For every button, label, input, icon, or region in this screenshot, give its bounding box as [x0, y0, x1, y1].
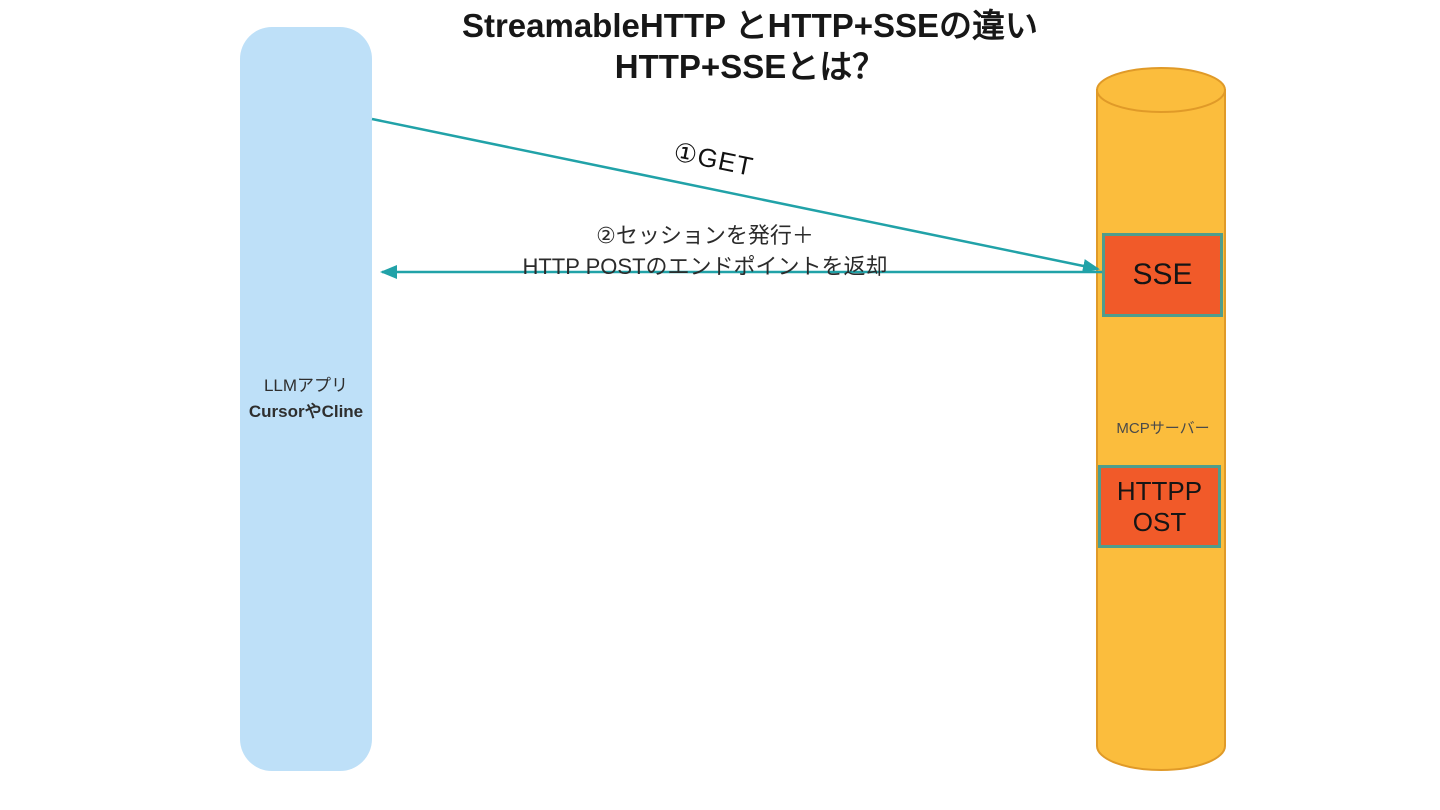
client-label-line-1: LLMアプリ: [263, 376, 349, 395]
session-label-line-1: ②セッションを発行＋: [596, 223, 814, 248]
title-line-1: StreamableHTTP とHTTP+SSEの違い: [461, 7, 1039, 44]
session-arrow-label: ②セッションを発行＋ HTTP POSTのエンドポイントを返却: [495, 220, 915, 282]
sse-box: SSE: [1102, 233, 1223, 317]
session-label-line-2: HTTP POSTのエンドポイントを返却: [522, 254, 888, 279]
client-box: LLMアプリ CursorやCline: [240, 27, 372, 771]
diagram-title: StreamableHTTP とHTTP+SSEの違い HTTP+SSEとは？: [50, 5, 1440, 87]
client-label-line-2: CursorやCline: [248, 402, 364, 421]
server-label: MCPサーバー: [1116, 420, 1210, 437]
http-post-label-line-2: OST: [1132, 506, 1187, 537]
get-arrow-label: ①GET: [671, 136, 757, 182]
http-post-label-line-1: HTTPP: [1116, 475, 1203, 506]
server-cylinder-top: [1096, 67, 1226, 113]
sse-box-label: SSE: [1132, 258, 1193, 291]
title-line-2: HTTP+SSEとは？: [614, 48, 886, 85]
http-post-box: HTTPP OST: [1098, 465, 1221, 548]
client-label: LLMアプリ CursorやCline: [240, 373, 372, 425]
